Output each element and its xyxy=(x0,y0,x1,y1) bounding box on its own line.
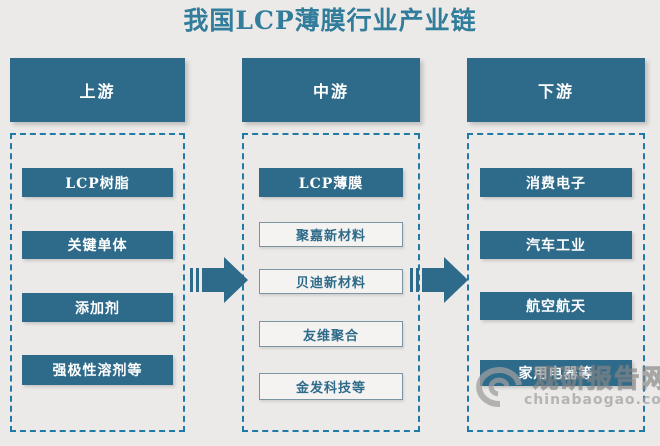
upstream-node-lcp-resin: LCP树脂 xyxy=(22,168,173,197)
watermark-site-url: chinabaogao.com xyxy=(524,392,660,408)
upstream-node-polar-solvents: 强极性溶剂等 xyxy=(22,355,173,385)
midstream-company-jinfa: 金发科技等 xyxy=(259,373,403,400)
watermark: 观研报告网 chinabaogao.com xyxy=(474,364,660,408)
arrow-upstream-to-midstream-icon xyxy=(190,257,248,303)
downstream-header: 下游 xyxy=(467,58,645,122)
midstream-header: 中游 xyxy=(242,58,420,122)
midstream-company-beidi: 贝迪新材料 xyxy=(259,269,403,294)
midstream-panel: LCP薄膜 聚嘉新材料 贝迪新材料 友维聚合 金发科技等 xyxy=(242,133,420,432)
midstream-company-youwei: 友维聚合 xyxy=(259,321,403,347)
diagram-title: 我国LCP薄膜行业产业链 xyxy=(183,6,477,35)
watermark-site-name: 观研报告网 xyxy=(533,364,660,393)
upstream-header: 上游 xyxy=(10,58,185,122)
midstream-node-lcp-film: LCP薄膜 xyxy=(259,168,403,197)
upstream-node-key-monomer: 关键单体 xyxy=(22,231,173,259)
arrow-midstream-to-downstream-icon xyxy=(410,257,468,303)
downstream-node-automotive: 汽车工业 xyxy=(480,231,632,259)
midstream-company-jujia: 聚嘉新材料 xyxy=(259,222,403,247)
downstream-panel: 消费电子 汽车工业 航空航天 家用电器等 xyxy=(467,133,645,432)
upstream-panel: LCP树脂 关键单体 添加剂 强极性溶剂等 xyxy=(10,133,185,432)
watermark-swirl-icon xyxy=(476,367,522,408)
upstream-node-additives: 添加剂 xyxy=(22,293,173,322)
downstream-node-consumer-electronics: 消费电子 xyxy=(480,168,632,197)
downstream-node-aerospace: 航空航天 xyxy=(480,292,632,320)
